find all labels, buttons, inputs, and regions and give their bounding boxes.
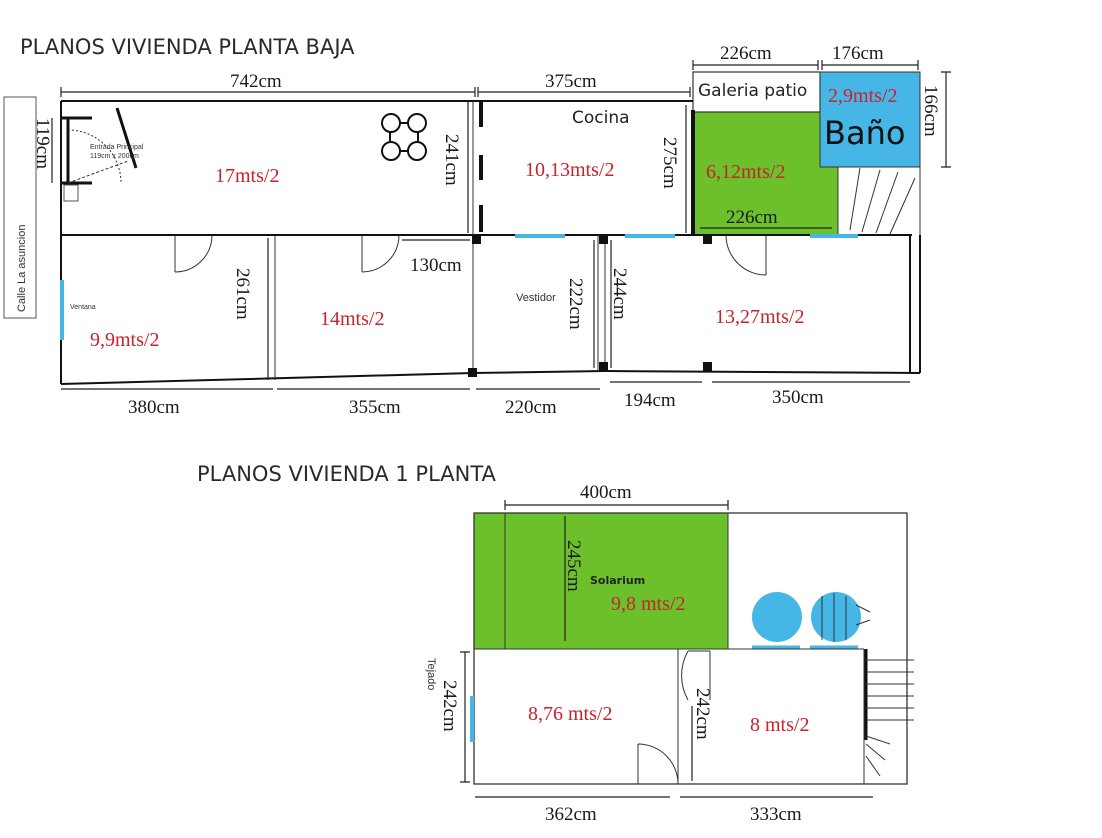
area-bath: 2,9mts/2 [828, 85, 897, 107]
dim-line-first-top [504, 500, 729, 510]
solarium-label: Solarium [590, 574, 645, 587]
solarium-fill [474, 513, 728, 649]
dim-bottom-1: 380cm [128, 397, 180, 418]
dim-room1-h: 261cm [232, 268, 253, 320]
dim-first-top: 400cm [580, 482, 632, 503]
dim-solarium-h: 245cm [563, 540, 584, 592]
dim-line-top-patio [692, 60, 819, 70]
street-label-box [3, 96, 37, 319]
dim-patio-w: 226cm [726, 207, 778, 228]
area-room2: 14mts/2 [320, 308, 384, 330]
entrance-door-leaf [115, 107, 138, 169]
first-floor-title: PLANOS VIVIENDA 1 PLANTA [197, 462, 497, 486]
first-floor-walls [474, 513, 865, 784]
dim-bath-h: 166cm [920, 85, 941, 137]
dim-bottom-3: 220cm [505, 397, 557, 418]
windows [60, 234, 858, 340]
entrance-label-2: 119cm x 200cm [90, 153, 139, 160]
outer-walls [60, 100, 921, 385]
street-label: Calle La asuncion [16, 225, 28, 312]
stairs [849, 167, 916, 235]
area-kitchen: 10,13mts/2 [525, 159, 614, 181]
area-living: 17mts/2 [215, 165, 279, 187]
dim-line-bath-h [941, 71, 951, 168]
dim-top-patio: 226cm [720, 43, 772, 64]
dim-top-left: 742cm [230, 71, 282, 92]
dim-first-bottom-1: 362cm [545, 804, 597, 825]
dim-entrance-h: 119cm [32, 118, 53, 169]
dim-first-mid-h: 242cm [692, 688, 713, 740]
thick-wall-segments [479, 100, 695, 235]
door-room1 [174, 234, 213, 273]
dim-door-w: 130cm [410, 255, 462, 276]
dim-line-left-h [460, 651, 470, 783]
plant-circle-1 [752, 592, 802, 642]
stair-walls [837, 166, 921, 235]
dim-bottom-2: 355cm [349, 397, 401, 418]
columns [468, 235, 712, 377]
roof-label: Tejado [425, 658, 437, 690]
doormat [63, 184, 79, 202]
dim-top-bath: 176cm [832, 43, 884, 64]
dim-bottom-4: 194cm [624, 390, 676, 411]
dim-line-top-bath [821, 60, 919, 70]
patio-fill [693, 112, 838, 235]
dim-first-bottom-2: 333cm [750, 804, 802, 825]
entrance-label-1: Entrada Principal [90, 144, 144, 151]
plant-circle-lines [821, 593, 871, 642]
plant-circle-2 [811, 592, 861, 642]
area-solarium: 9,8 mts/2 [611, 593, 685, 615]
entrance-frame [61, 116, 92, 185]
bath-fill [819, 71, 921, 168]
dim-top-mid: 375cm [545, 71, 597, 92]
first-floor-door-right [681, 650, 711, 701]
dim-line-top-left [60, 87, 476, 97]
dim-kitchen-h: 275cm [659, 137, 680, 189]
dining-table-icon [381, 113, 427, 161]
kitchen-label: Cocina [572, 108, 630, 128]
patio-label: Galeria patio [698, 81, 807, 101]
dim-first-left-h: 242cm [439, 680, 460, 732]
dim-line-top-mid [477, 87, 691, 97]
first-floor-stairs [865, 659, 914, 777]
area-room3: 13,27mts/2 [715, 306, 804, 328]
area-room1: 9,9mts/2 [90, 329, 159, 351]
area-room-left: 8,76 mts/2 [528, 703, 612, 725]
door-room2 [361, 234, 400, 273]
door-room3 [725, 234, 767, 276]
dressing-label: Vestidor [516, 292, 556, 304]
dim-bottom-5: 350cm [772, 387, 824, 408]
dim-room3-h: 244cm [609, 268, 630, 320]
entrance-swing-arc [67, 129, 122, 184]
dim-dressing-h: 222cm [565, 278, 586, 330]
bath-label: Baño [824, 114, 905, 152]
area-patio: 6,12mts/2 [706, 161, 785, 183]
patio-label-box [692, 71, 821, 113]
entrance-swing-line [67, 160, 129, 184]
area-room-right: 8 mts/2 [750, 714, 809, 736]
window-label: Ventana [70, 304, 96, 311]
first-floor-plan: Solarium Tejado 9,8 mts/2 8,76 mts/2 8 m… [425, 482, 914, 825]
ground-floor-plan: Calle La asuncion [3, 43, 951, 418]
dim-lines-bottom [61, 381, 910, 390]
first-floor-door-left [637, 743, 679, 785]
ground-floor-title: PLANOS VIVIENDA PLANTA BAJA [20, 35, 355, 59]
dim-living-h: 241cm [441, 134, 462, 186]
